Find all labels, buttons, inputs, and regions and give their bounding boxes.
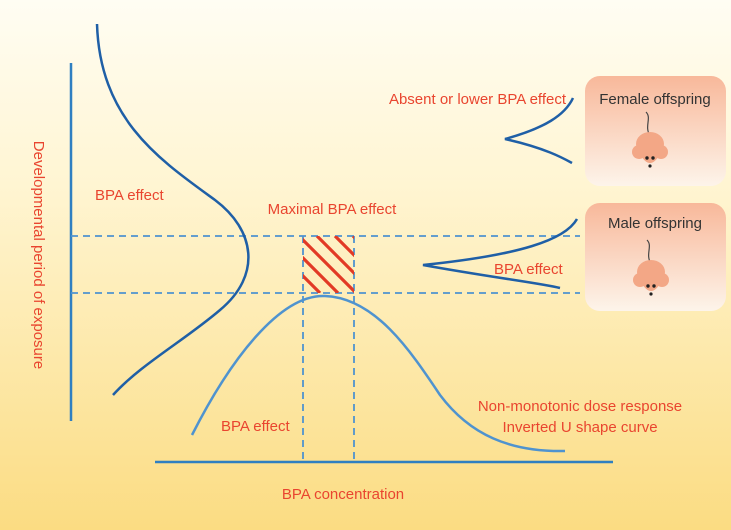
bpa-effect-label-bottom: BPA effect — [221, 418, 290, 435]
bpa-effect-label-male: BPA effect — [494, 261, 563, 278]
inverted-u-label: Inverted U shape curve — [502, 419, 657, 436]
male-offspring-card — [585, 203, 726, 311]
mouse-icon — [633, 239, 669, 296]
mouse-icon — [632, 111, 668, 168]
female-offspring-title: Female offspring — [599, 91, 710, 108]
y-axis-label: Developmental period of exposure — [30, 141, 47, 369]
male-offspring-title: Male offspring — [608, 215, 702, 232]
female-effect-curve — [504, 97, 575, 165]
male-effect-curve — [422, 218, 579, 290]
maximal-effect-label: Maximal BPA effect — [268, 201, 397, 218]
dose-response-curve — [190, 294, 566, 453]
maximal-effect-hatch — [303, 236, 354, 293]
x-axis-label: BPA concentration — [282, 486, 404, 503]
female-offspring-card — [585, 76, 726, 186]
nonmonotonic-label: Non-monotonic dose response — [478, 398, 682, 415]
developmental-effect-curve — [95, 23, 250, 396]
bpa-effect-label-left: BPA effect — [95, 187, 164, 204]
absent-lower-effect-label: Absent or lower BPA effect — [389, 91, 567, 108]
